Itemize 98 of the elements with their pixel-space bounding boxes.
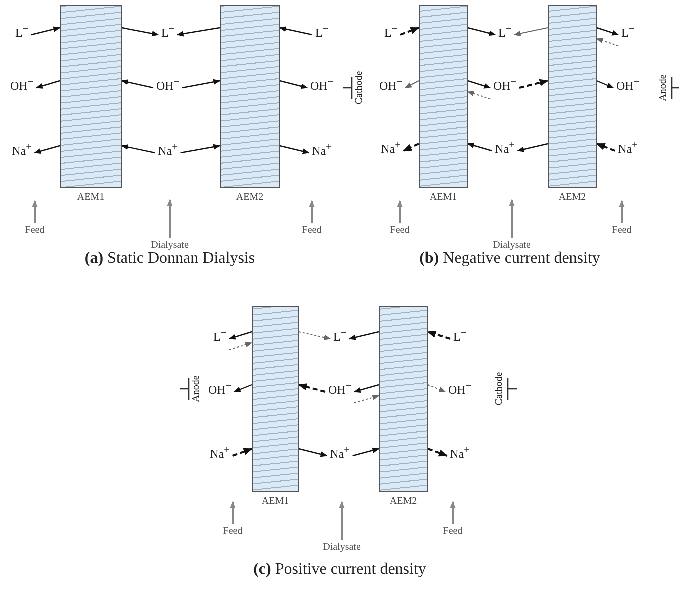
ion-label: OH$^{−}$	[448, 382, 472, 396]
ion-label: OH$^{−}$	[616, 78, 640, 92]
stream-label: Feed	[390, 226, 410, 236]
arrow	[468, 80, 492, 89]
arrow	[596, 38, 619, 46]
arrow	[167, 199, 173, 238]
stream-label: Feed	[612, 226, 632, 236]
panel-caption: (c) Positive current density	[254, 561, 426, 579]
ion-label: L$^{−}$	[334, 329, 346, 343]
ion-label: L$^{−}$	[454, 329, 466, 343]
membrane-label: AEM2	[558, 192, 586, 203]
membrane-label: AEM1	[262, 496, 290, 507]
electrode-label: Cathode	[355, 71, 365, 105]
ion-label: Na$^{+}$	[495, 141, 515, 155]
ion-label: OH$^{−}$	[156, 78, 180, 92]
ion-label: L$^{−}$	[316, 25, 328, 39]
electrode-label: Cathode	[495, 372, 505, 406]
ion-label: Na$^{+}$	[158, 143, 178, 157]
ion-label: Na$^{+}$	[450, 446, 470, 460]
arrow	[354, 395, 380, 404]
arrow	[352, 448, 380, 457]
arrow	[427, 330, 451, 340]
arrow	[176, 27, 220, 37]
stream-label: Dialysate	[493, 241, 531, 251]
arrow	[400, 27, 420, 36]
stream-label: Feed	[25, 226, 45, 236]
arrow	[298, 384, 326, 393]
arrow	[229, 342, 253, 350]
ion-label: OH$^{−}$	[310, 78, 334, 92]
ion-label: Na$^{+}$	[210, 446, 230, 460]
arrow	[280, 80, 308, 90]
arrow	[228, 331, 252, 340]
membrane-label: AEM2	[236, 192, 264, 203]
ion-label: Na$^{+}$	[618, 141, 638, 155]
ion-label: OH$^{−}$	[328, 382, 352, 396]
arrow	[298, 448, 328, 458]
arrow	[467, 143, 492, 152]
arrow	[31, 26, 61, 36]
arrow	[298, 332, 332, 340]
ion-label: OH$^{−}$	[208, 382, 232, 396]
arrow	[428, 448, 448, 457]
stream-label: Feed	[443, 527, 463, 537]
arrow	[280, 145, 310, 154]
ion-label: Na$^{+}$	[381, 141, 401, 155]
arrow	[509, 199, 515, 238]
arrow	[428, 384, 446, 392]
arrow	[467, 91, 491, 100]
arrow	[121, 144, 156, 154]
arrow	[404, 80, 420, 88]
arrow	[121, 80, 154, 89]
ion-label: L$^{−}$	[384, 25, 398, 39]
arrow	[596, 143, 616, 152]
ion-label: OH$^{−}$	[380, 78, 402, 92]
arrow	[348, 331, 380, 340]
arrow	[34, 145, 60, 154]
membrane-label: AEM1	[77, 192, 105, 203]
ion-label: L$^{−}$	[16, 25, 28, 39]
arrow	[514, 28, 548, 36]
arrow	[596, 80, 614, 89]
ion-label: Na$^{+}$	[330, 446, 350, 460]
ion-label: L$^{−}$	[214, 329, 226, 343]
arrow	[279, 26, 313, 36]
arrow	[232, 448, 253, 457]
panel-caption: (b) Negative current density	[420, 250, 600, 268]
arrow	[339, 501, 345, 540]
ion-label: Na$^{+}$	[12, 143, 32, 157]
ion-label: L$^{−}$	[622, 25, 634, 39]
arrow	[619, 200, 625, 223]
stream-label: Feed	[302, 226, 322, 236]
ion-label: L$^{−}$	[162, 25, 174, 39]
arrow	[234, 384, 252, 393]
stream-label: Dialysate	[151, 241, 189, 251]
arrow	[309, 200, 315, 223]
arrow	[354, 384, 380, 393]
arrow	[230, 501, 236, 524]
ion-label: Na$^{+}$	[312, 143, 332, 157]
stream-label: Feed	[223, 527, 243, 537]
electrode-label: Anode	[659, 74, 669, 102]
arrow	[596, 27, 620, 36]
electrode-label: Anode	[192, 376, 202, 402]
arrow	[182, 79, 221, 89]
arrow	[180, 144, 221, 154]
ion-label: OH$^{−}$	[10, 78, 34, 92]
panel-caption: (a) Static Donnan Dialysis	[84, 250, 256, 268]
ion-label: OH$^{−}$	[494, 78, 516, 92]
ion-label: L$^{−}$	[498, 25, 512, 39]
arrow	[519, 79, 549, 89]
arrow	[397, 200, 403, 223]
stream-label: Dialysate	[323, 543, 361, 553]
membrane-label: AEM1	[430, 192, 458, 203]
arrow	[450, 501, 456, 524]
arrow	[32, 200, 38, 223]
membrane-label: AEM2	[390, 496, 418, 507]
arrow	[403, 143, 420, 152]
arrow	[122, 27, 160, 37]
arrow	[517, 143, 548, 152]
arrow	[36, 80, 60, 89]
arrow	[468, 27, 496, 36]
